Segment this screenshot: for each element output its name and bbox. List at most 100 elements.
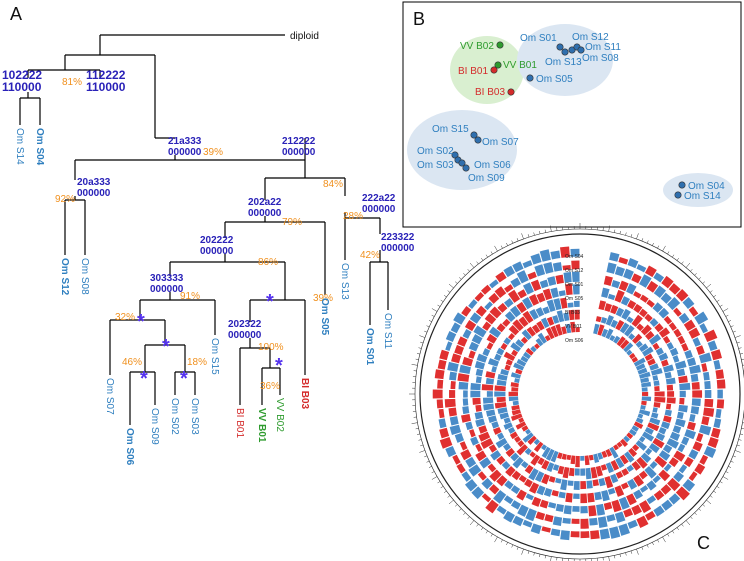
circos-tick (676, 257, 679, 261)
circos-tick (420, 444, 424, 447)
circos-track-labels: Om S04 Om S12 Om S01 Om S05 BI B03 VV B0… (565, 254, 584, 344)
pca-label-om-s08: Om S08 (582, 53, 619, 64)
circos-bar (458, 381, 469, 390)
circos-bar (604, 303, 613, 312)
circos-bar (609, 334, 616, 342)
circos-bar (525, 428, 531, 435)
circos-bar (597, 452, 604, 460)
pca-label-vv-b01: VV B01 (503, 60, 537, 71)
circos-bar (541, 473, 550, 485)
circos-bar (667, 297, 681, 311)
leaf-bi-b03: BI B03 (299, 378, 310, 410)
circos-bar (439, 427, 450, 439)
circos-bar (673, 471, 685, 483)
circos-bar (623, 435, 630, 443)
circos-tick (485, 254, 488, 258)
circos-tick (719, 304, 723, 307)
circos-bar (609, 526, 621, 539)
circos-bar (434, 369, 445, 380)
circos-bar (605, 448, 613, 457)
node-code-8b: 000000 (200, 246, 234, 257)
circos-tick (725, 471, 729, 474)
circos-bar (487, 358, 500, 367)
circos-tick (734, 335, 741, 338)
circos-tick (494, 536, 498, 543)
circos-bar (503, 510, 515, 523)
panel-a-label: A (10, 4, 22, 24)
circos-bar (502, 318, 511, 327)
circos-bar (562, 517, 571, 524)
circos-bar (454, 344, 465, 355)
circos-tick (713, 295, 717, 298)
circos-bar (557, 465, 565, 475)
circos-bar (641, 400, 647, 406)
node-code-6b: 000000 (248, 208, 282, 219)
circos-tick (481, 257, 484, 261)
circos-tick (698, 508, 702, 511)
circos-tick (424, 455, 428, 458)
circos-bar (661, 275, 674, 289)
circos-bar (560, 297, 568, 309)
circos-bar (610, 319, 618, 329)
circos-tick (728, 320, 732, 322)
node-code-4b: 000000 (282, 147, 316, 158)
circos-tick (521, 233, 524, 240)
circos-tick (481, 527, 484, 531)
bootstrap-values: 81% 39% 84% 92% 79% 28% 86% 42% 91% 39% … (55, 77, 380, 392)
circos-bar (534, 471, 545, 483)
circos-bar (481, 477, 493, 490)
circos-bar (475, 305, 487, 317)
circos-bar (676, 368, 686, 377)
circos-tick (431, 471, 435, 474)
circos-bar (631, 504, 642, 516)
circos-bar (688, 306, 699, 317)
pct-18: 18% (187, 357, 207, 368)
circos-tick (608, 225, 610, 232)
circos-tick (662, 245, 666, 252)
circos-bar (522, 282, 534, 295)
circos-tick (521, 548, 524, 555)
circos-bar (522, 351, 531, 360)
star-icon: * (162, 336, 170, 358)
circos-bar (660, 292, 672, 304)
circos-tick (706, 283, 712, 289)
circos-bar (572, 506, 580, 512)
circos-bar (513, 362, 525, 371)
circos-bar (637, 367, 648, 375)
circos-tick (742, 422, 744, 424)
circos-bar (652, 302, 664, 313)
circos-tick (685, 520, 691, 526)
circos-bar (665, 377, 676, 385)
circos-bar (497, 374, 508, 381)
circos-bar (508, 332, 516, 341)
circos-bar (654, 385, 660, 392)
circos-bar (684, 349, 693, 359)
circos-bar (508, 324, 520, 336)
node-code-7a: 222a22 (362, 193, 396, 204)
circos-bar (536, 485, 546, 496)
circos-bar (518, 417, 525, 423)
circos-plot: Om S04 Om S12 Om S01 Om S05 BI B03 VV B0… (409, 223, 744, 561)
circos-bar (641, 396, 652, 402)
circos-bar (462, 398, 469, 406)
circos-bar (614, 266, 625, 277)
circos-bar (508, 391, 519, 397)
circos-bar (626, 283, 637, 295)
circos-bar (470, 382, 481, 391)
circos-tick (667, 251, 670, 255)
node-code-5a: 20a333 (77, 177, 111, 188)
circos-bar (489, 306, 502, 319)
circos-bar (518, 316, 529, 328)
circos-bar (485, 377, 495, 385)
circos-bar (494, 391, 506, 397)
circos-bar (503, 443, 512, 452)
circos-bar (658, 450, 671, 461)
circos-bar (679, 390, 686, 398)
circos-bar (508, 426, 516, 434)
circos-bar (484, 313, 497, 325)
pca-label-om-s06: Om S06 (474, 160, 511, 171)
circos-tick (685, 262, 691, 268)
leaf-vv-b02: VV B02 (274, 398, 285, 432)
circos-bar (511, 405, 520, 411)
